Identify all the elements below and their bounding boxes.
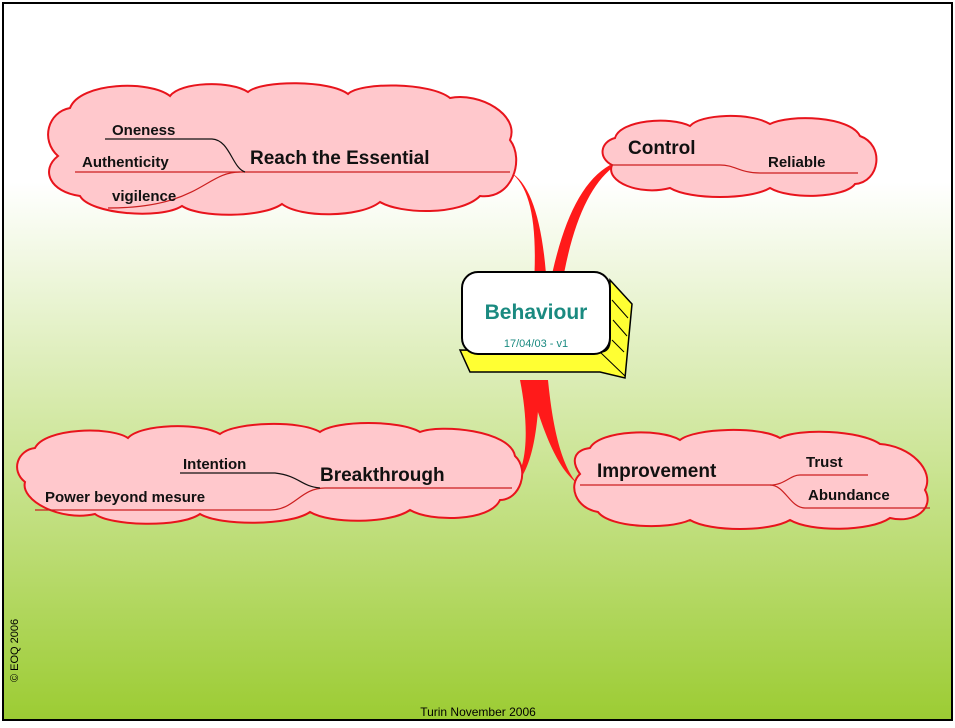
power-beyond-mesure-label: Power beyond mesure bbox=[45, 489, 205, 506]
label-underlines bbox=[35, 164, 930, 511]
branch-to-breakthrough bbox=[510, 380, 540, 488]
intention-connector bbox=[180, 472, 321, 489]
central-node-edge bbox=[599, 351, 626, 377]
breakthrough-label: Breakthrough bbox=[320, 465, 445, 486]
reliable-label: Reliable bbox=[768, 154, 826, 171]
central-node-date: 17/04/03 - v1 bbox=[504, 338, 568, 350]
control-label: Control bbox=[628, 138, 696, 159]
copyright-text: © EOQ 2006 bbox=[9, 619, 21, 682]
abundance-underline bbox=[769, 484, 930, 509]
control-cloud bbox=[601, 115, 878, 198]
improvement-label: Improvement bbox=[597, 461, 717, 482]
reach-the-essential-cloud bbox=[47, 82, 518, 216]
oneness-label: Oneness bbox=[112, 122, 175, 139]
improvement-cloud bbox=[573, 428, 929, 530]
vigilence-label: vigilence bbox=[112, 188, 176, 205]
vigilence-underline bbox=[107, 171, 241, 209]
abundance-label: Abundance bbox=[808, 487, 890, 504]
authenticity-label: Authenticity bbox=[82, 154, 169, 171]
branch-to-improvement bbox=[528, 380, 582, 488]
central-node-title: Behaviour bbox=[485, 301, 588, 324]
footer-text: Turin November 2006 bbox=[420, 705, 536, 719]
central-node-shading bbox=[611, 299, 629, 353]
central-node: Behaviour 17/04/03 - v1 bbox=[458, 271, 633, 379]
control-underline bbox=[610, 164, 858, 174]
intention-label: Intention bbox=[183, 456, 246, 473]
trust-label: Trust bbox=[806, 454, 843, 471]
oneness-connector bbox=[105, 138, 246, 173]
breakthrough-underline bbox=[35, 487, 512, 511]
central-node-face bbox=[461, 271, 611, 355]
black-connector-lines bbox=[105, 138, 321, 489]
reach-the-essential-label: Reach the Essential bbox=[250, 148, 430, 169]
